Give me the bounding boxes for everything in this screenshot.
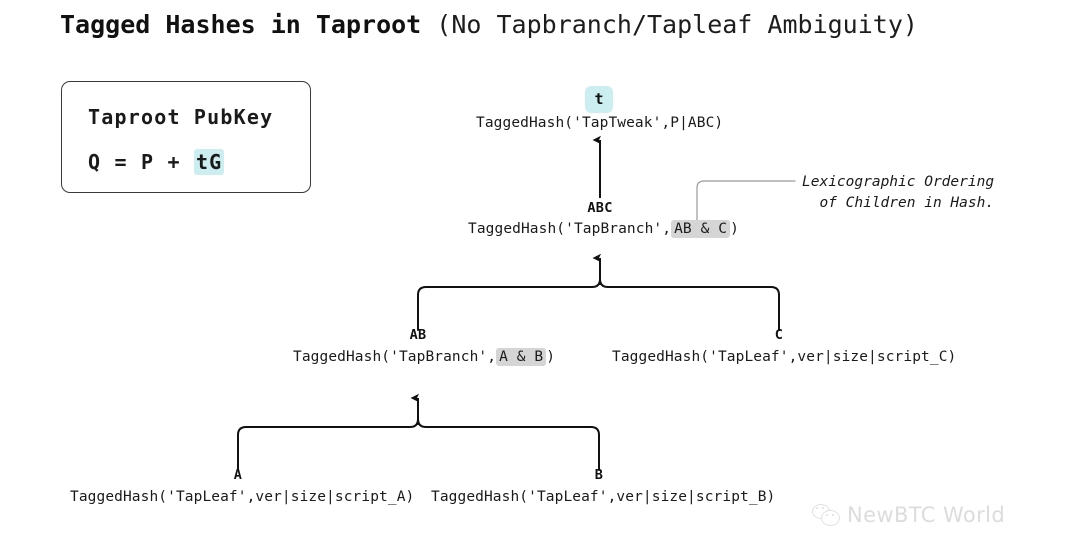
wechat-logo-icon	[812, 504, 840, 526]
node-a-label: A	[233, 467, 243, 483]
node-t-expr: TaggedHash('TapTweak',P|ABC)	[476, 115, 724, 131]
formula-highlight-tg: tG	[193, 149, 225, 175]
annotation-line-2: of Children in Hash.	[819, 195, 995, 211]
node-ab-label: AB	[409, 327, 427, 343]
annotation-leader-line	[696, 180, 796, 223]
node-t-label: t	[594, 90, 604, 108]
node-abc-expr-wrap: TaggedHash('TapBranch',AB & C)	[468, 220, 739, 239]
annotation-lexicographic-ordering: Lexicographic Ordering of Children in Ha…	[802, 172, 994, 214]
node-a-label-wrap: A	[188, 468, 288, 483]
taproot-pubkey-heading: Taproot PubKey	[88, 105, 274, 129]
node-b-expr: TaggedHash('TapLeaf',ver|size|script_B)	[431, 489, 776, 505]
taproot-pubkey-formula: Q = P + tG	[88, 149, 225, 175]
node-abc-label: ABC	[587, 200, 613, 216]
edge-b-to-ab	[417, 413, 600, 471]
node-ab-expr: TaggedHash('TapBranch',A & B)	[293, 348, 555, 367]
node-ab-label-wrap: AB	[368, 328, 468, 343]
watermark-text: NewBTC World	[847, 503, 1006, 527]
page-title: Tagged Hashes in Taproot (No Tapbranch/T…	[60, 10, 918, 39]
edge-ab-to-abc	[417, 273, 601, 331]
node-c-expr: TaggedHash('TapLeaf',ver|size|script_C)	[612, 349, 957, 365]
node-a-expr-wrap: TaggedHash('TapLeaf',ver|size|script_A)	[70, 488, 414, 507]
node-ab-expr-suffix: )	[546, 349, 556, 365]
node-ab-expr-wrap: TaggedHash('TapBranch',A & B)	[293, 348, 555, 367]
edge-a-to-ab	[237, 413, 419, 471]
formula-prefix: Q = P +	[88, 150, 194, 174]
edge-c-to-abc	[599, 273, 780, 331]
node-ab-expr-highlight: A & B	[496, 348, 547, 366]
node-ab-expr-prefix: TaggedHash('TapBranch',	[293, 349, 497, 365]
node-c-expr-wrap: TaggedHash('TapLeaf',ver|size|script_C)	[612, 348, 956, 367]
page-title-plain: (No Tapbranch/Tapleaf Ambiguity)	[421, 10, 918, 39]
node-abc-expr-suffix: )	[730, 221, 739, 237]
node-b-label: B	[594, 467, 604, 483]
node-abc-label-wrap: ABC	[540, 201, 660, 216]
page-title-strong: Tagged Hashes in Taproot	[60, 10, 422, 39]
annotation-line-1: Lexicographic Ordering	[802, 174, 995, 190]
node-a-expr: TaggedHash('TapLeaf',ver|size|script_A)	[70, 489, 415, 505]
node-abc-expr-prefix: TaggedHash('TapBranch',	[468, 221, 672, 237]
node-c-label-wrap: C	[729, 328, 829, 343]
watermark: NewBTC World	[812, 503, 1005, 527]
node-c-label: C	[774, 327, 784, 343]
node-abc-expr: TaggedHash('TapBranch',AB & C)	[468, 220, 739, 239]
node-abc-expr-highlight: AB & C	[671, 220, 731, 238]
taproot-pubkey-box	[61, 81, 311, 193]
node-b-label-wrap: B	[549, 468, 649, 483]
node-t-badge: t	[585, 86, 613, 113]
node-b-expr-wrap: TaggedHash('TapLeaf',ver|size|script_B)	[431, 488, 775, 507]
